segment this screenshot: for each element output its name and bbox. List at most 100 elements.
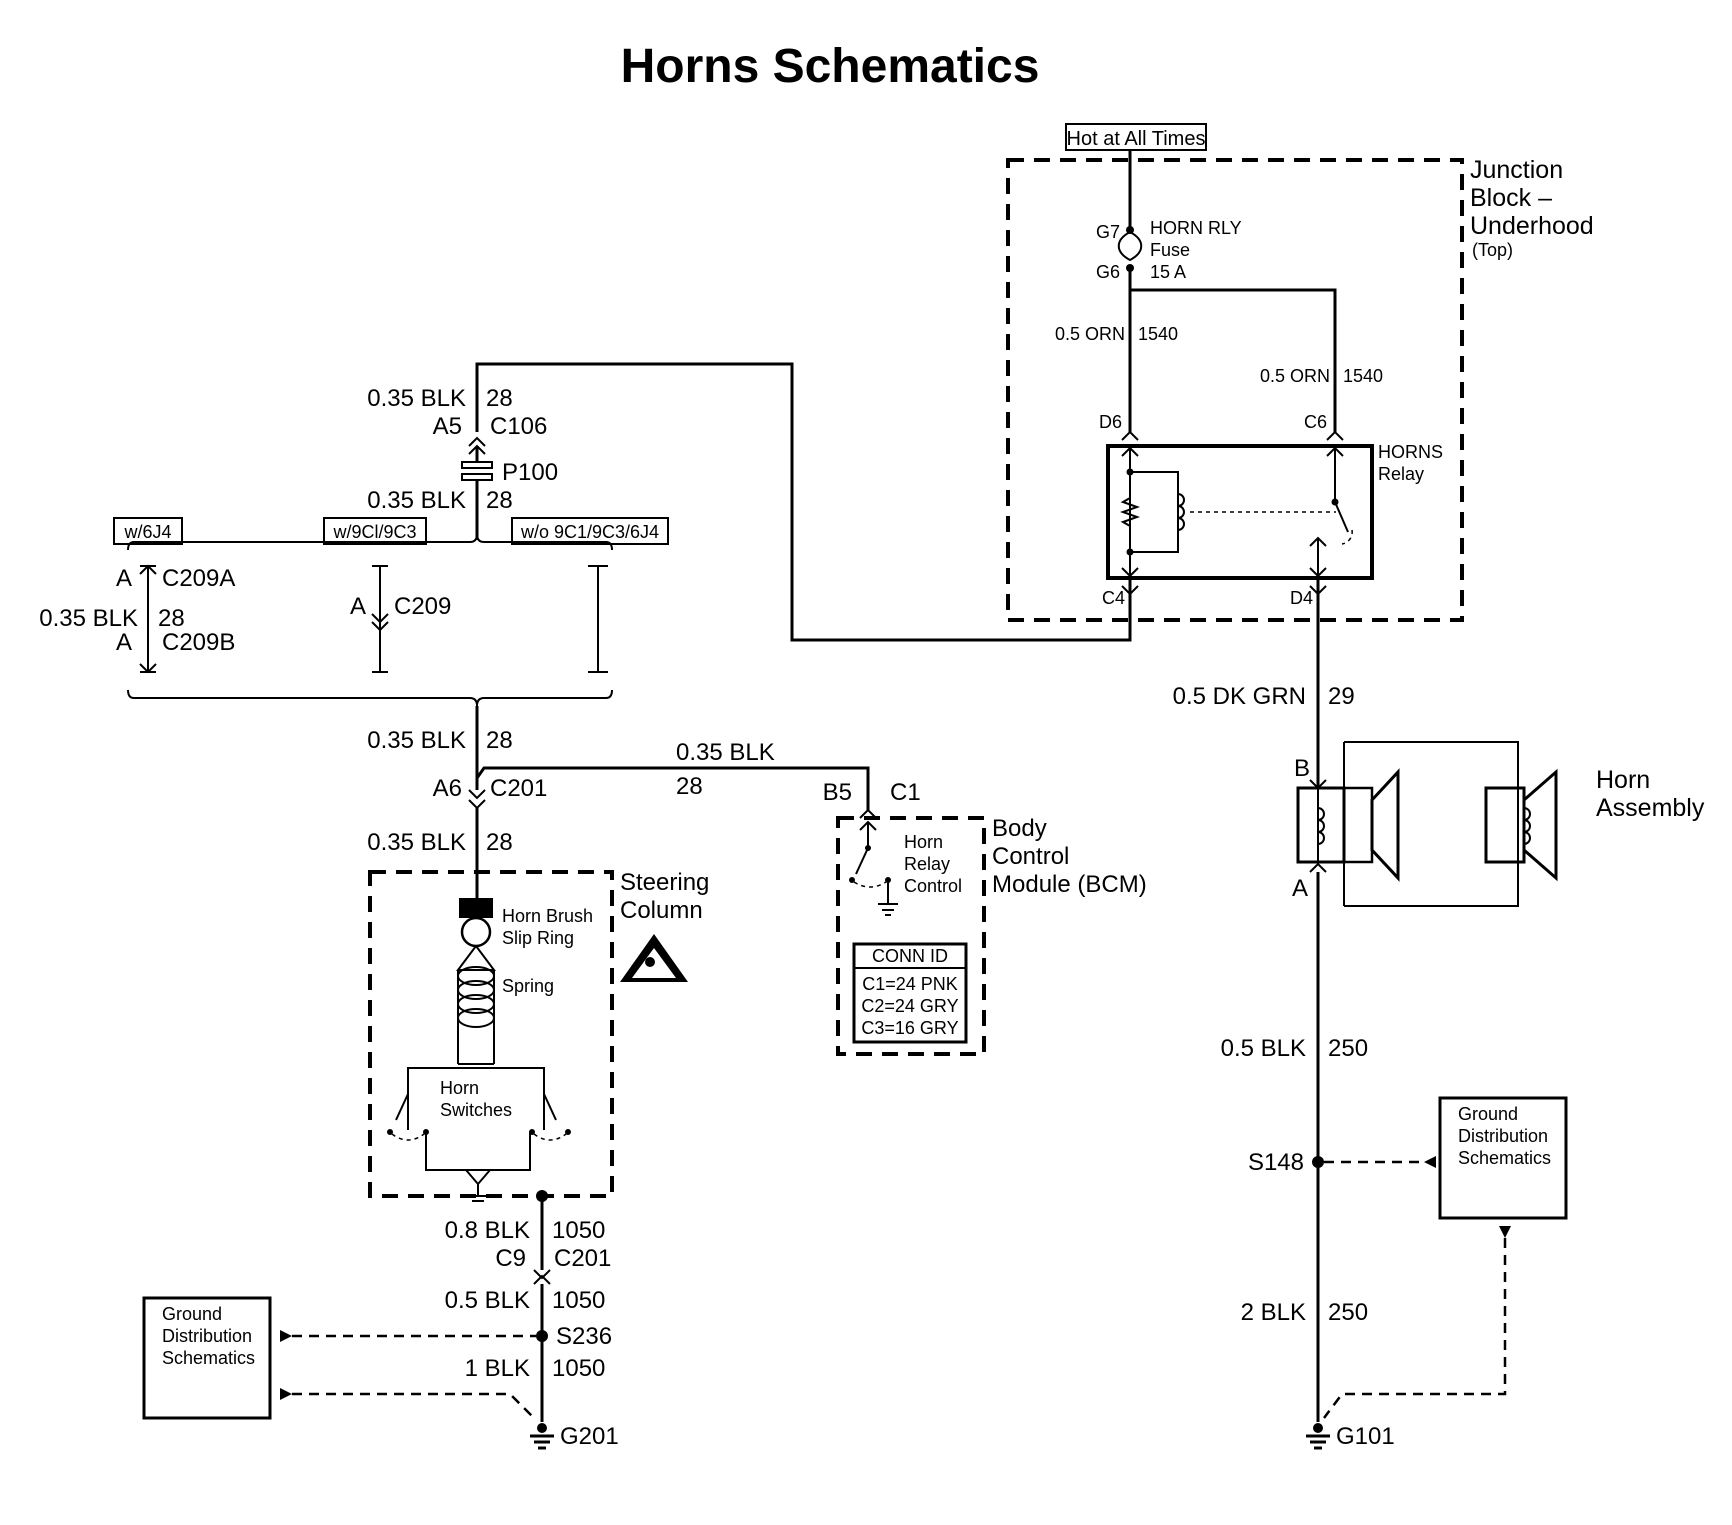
- spring-coil: [457, 980, 495, 1000]
- wire-bcm-circuit: 28: [676, 773, 703, 800]
- relay-coil-arrow-bottom: [1121, 567, 1139, 578]
- horns-relay-box: [1106, 444, 1374, 580]
- c209-marker-2: [371, 621, 389, 632]
- gds-left-arrow: [280, 1388, 292, 1400]
- connector-c209: C209: [394, 593, 451, 620]
- wire-29-circuit: 29: [1328, 683, 1355, 710]
- spring-coil: [457, 1008, 495, 1028]
- fuse-pin-g6: G6: [1096, 262, 1120, 282]
- wire-28-circuit-3: 28: [486, 727, 513, 754]
- bcm-input-arrow: [859, 820, 877, 831]
- junction-block-label-1: Junction: [1470, 156, 1563, 184]
- option-w9c1: w/9Cl/9C3: [332, 522, 416, 542]
- horn-switch-right-arc: [533, 1133, 567, 1141]
- ground-g101-dot: [1313, 1423, 1323, 1433]
- wire-28-to-bcm: [475, 766, 870, 810]
- connector-c201: C201: [490, 775, 547, 802]
- wire-28-circuit-4: 28: [486, 829, 513, 856]
- bcm-label-1: Body: [992, 815, 1047, 842]
- spring-label: Spring: [502, 976, 554, 996]
- option-box-w6j4: [113, 517, 183, 545]
- splice-s148-dot: [1312, 1156, 1324, 1168]
- horn-pin-a: A: [1292, 875, 1308, 902]
- wire-1540-left-label: 0.5 ORN: [1055, 324, 1125, 344]
- hot-label: Hot at All Times: [1067, 128, 1206, 150]
- spring-coil: [457, 994, 495, 1014]
- slip-ring: [460, 916, 492, 948]
- relay-coil-loop: [1130, 471, 1179, 553]
- switches-label-1: Horn: [440, 1078, 479, 1098]
- steering-column-group: Steering Column Horn Brush Slip Ring Spr…: [368, 869, 709, 1202]
- conn-id-row: C3=16 GRY: [861, 1018, 958, 1038]
- bcm-switch-blade: [855, 847, 869, 875]
- wire-28-label-2: 0.35 BLK: [367, 487, 466, 514]
- wire-c209-label: 0.35 BLK: [39, 605, 138, 632]
- horn-switch-left-blade: [395, 1093, 409, 1121]
- horn-left-connector: [1296, 786, 1346, 864]
- gds-right-label-1: Ground: [1458, 1104, 1518, 1124]
- pass-thru-p100: P100: [502, 459, 558, 486]
- gds-left-arrow: [280, 1330, 292, 1342]
- wire-1050-circuit-1: 1050: [552, 1217, 605, 1244]
- option-bracket-bottom: [127, 689, 613, 707]
- pin-a-c209b: A: [116, 629, 132, 656]
- splice-s148: S148: [1248, 1149, 1304, 1176]
- bcm-outline: [836, 816, 986, 1056]
- hot-label-box: [1065, 123, 1207, 151]
- switches-label-2: Switches: [440, 1100, 512, 1120]
- horn-switch-left-contact: [387, 1129, 393, 1135]
- horn-label-2: Assembly: [1596, 794, 1705, 822]
- option-box-wo: [511, 517, 669, 545]
- gds-right-arrow: [1499, 1226, 1511, 1238]
- conn-id-box: [852, 942, 968, 1044]
- wire-1540-right: [1130, 288, 1337, 432]
- horn-label-1: Horn: [1596, 766, 1650, 794]
- horn-switch-left-arc: [391, 1133, 425, 1141]
- wire-250-circuit-1: 250: [1328, 1035, 1368, 1062]
- wire-1540-left-circuit: 1540: [1138, 324, 1178, 344]
- relay-coil: [1177, 493, 1185, 531]
- connector-c1: C1: [890, 779, 921, 806]
- wire-28-label-1: 0.35 BLK: [367, 385, 466, 412]
- brush-label-1: Horn Brush: [502, 906, 593, 926]
- page-title: Horns Schematics: [621, 40, 1040, 93]
- wire-250-label-2: 2 BLK: [1241, 1299, 1306, 1326]
- conn-id-row: C2=24 GRY: [861, 996, 958, 1016]
- pin-a-c209: A: [350, 593, 366, 620]
- ground-g101: G101: [1336, 1423, 1395, 1450]
- fuse-label-2: Fuse: [1150, 240, 1190, 260]
- gds-left-label-2: Distribution: [162, 1326, 252, 1346]
- brush-label-2: Slip Ring: [502, 928, 574, 948]
- c106-marker-2: [468, 444, 486, 455]
- wire-bcm-label: 0.35 BLK: [676, 739, 775, 766]
- horn-assembly-frame: [1344, 741, 1519, 907]
- horn-coil-right: [1523, 807, 1531, 845]
- wire-1540-right-circuit: 1540: [1343, 366, 1383, 386]
- bcm-group: B5 C1 Body Control Module (BCM) Horn Rel…: [823, 779, 1147, 1056]
- junction-block-outline: [1006, 158, 1464, 622]
- splice-s236-dot: [536, 1330, 548, 1342]
- fuse-pin-g7: G7: [1096, 222, 1120, 242]
- connector-c106: C106: [490, 413, 547, 440]
- pin-c6: C6: [1304, 412, 1327, 432]
- relay-diode-resistor: [1120, 497, 1140, 527]
- horn-left-magnet: [1342, 786, 1374, 864]
- junction-block-group: Hot at All Times Junction Block – Underh…: [1006, 123, 1594, 622]
- bcm-label-2: Control: [992, 843, 1069, 870]
- conn-id-title: CONN ID: [872, 946, 948, 966]
- conn-id-row: C1=24 PNK: [862, 974, 958, 994]
- horn-switch-feed: [407, 1067, 545, 1130]
- gds-right-label-3: Schematics: [1458, 1148, 1551, 1168]
- option-wo: w/o 9C1/9C3/6J4: [520, 522, 659, 542]
- ground-g201: G201: [560, 1423, 619, 1450]
- horn-coil-left: [1317, 807, 1325, 845]
- relay-switch-arrow-bottom2: [1309, 567, 1327, 578]
- wire-28-label-3: 0.35 BLK: [367, 727, 466, 754]
- fuse-symbol: [1117, 231, 1143, 262]
- airbag-warning-icon-head: [645, 957, 655, 967]
- wire-250-label-1: 0.5 BLK: [1221, 1035, 1306, 1062]
- wire-250-circuit-2: 250: [1328, 1299, 1368, 1326]
- gds-right-label-2: Distribution: [1458, 1126, 1548, 1146]
- horn-brush: [459, 898, 493, 918]
